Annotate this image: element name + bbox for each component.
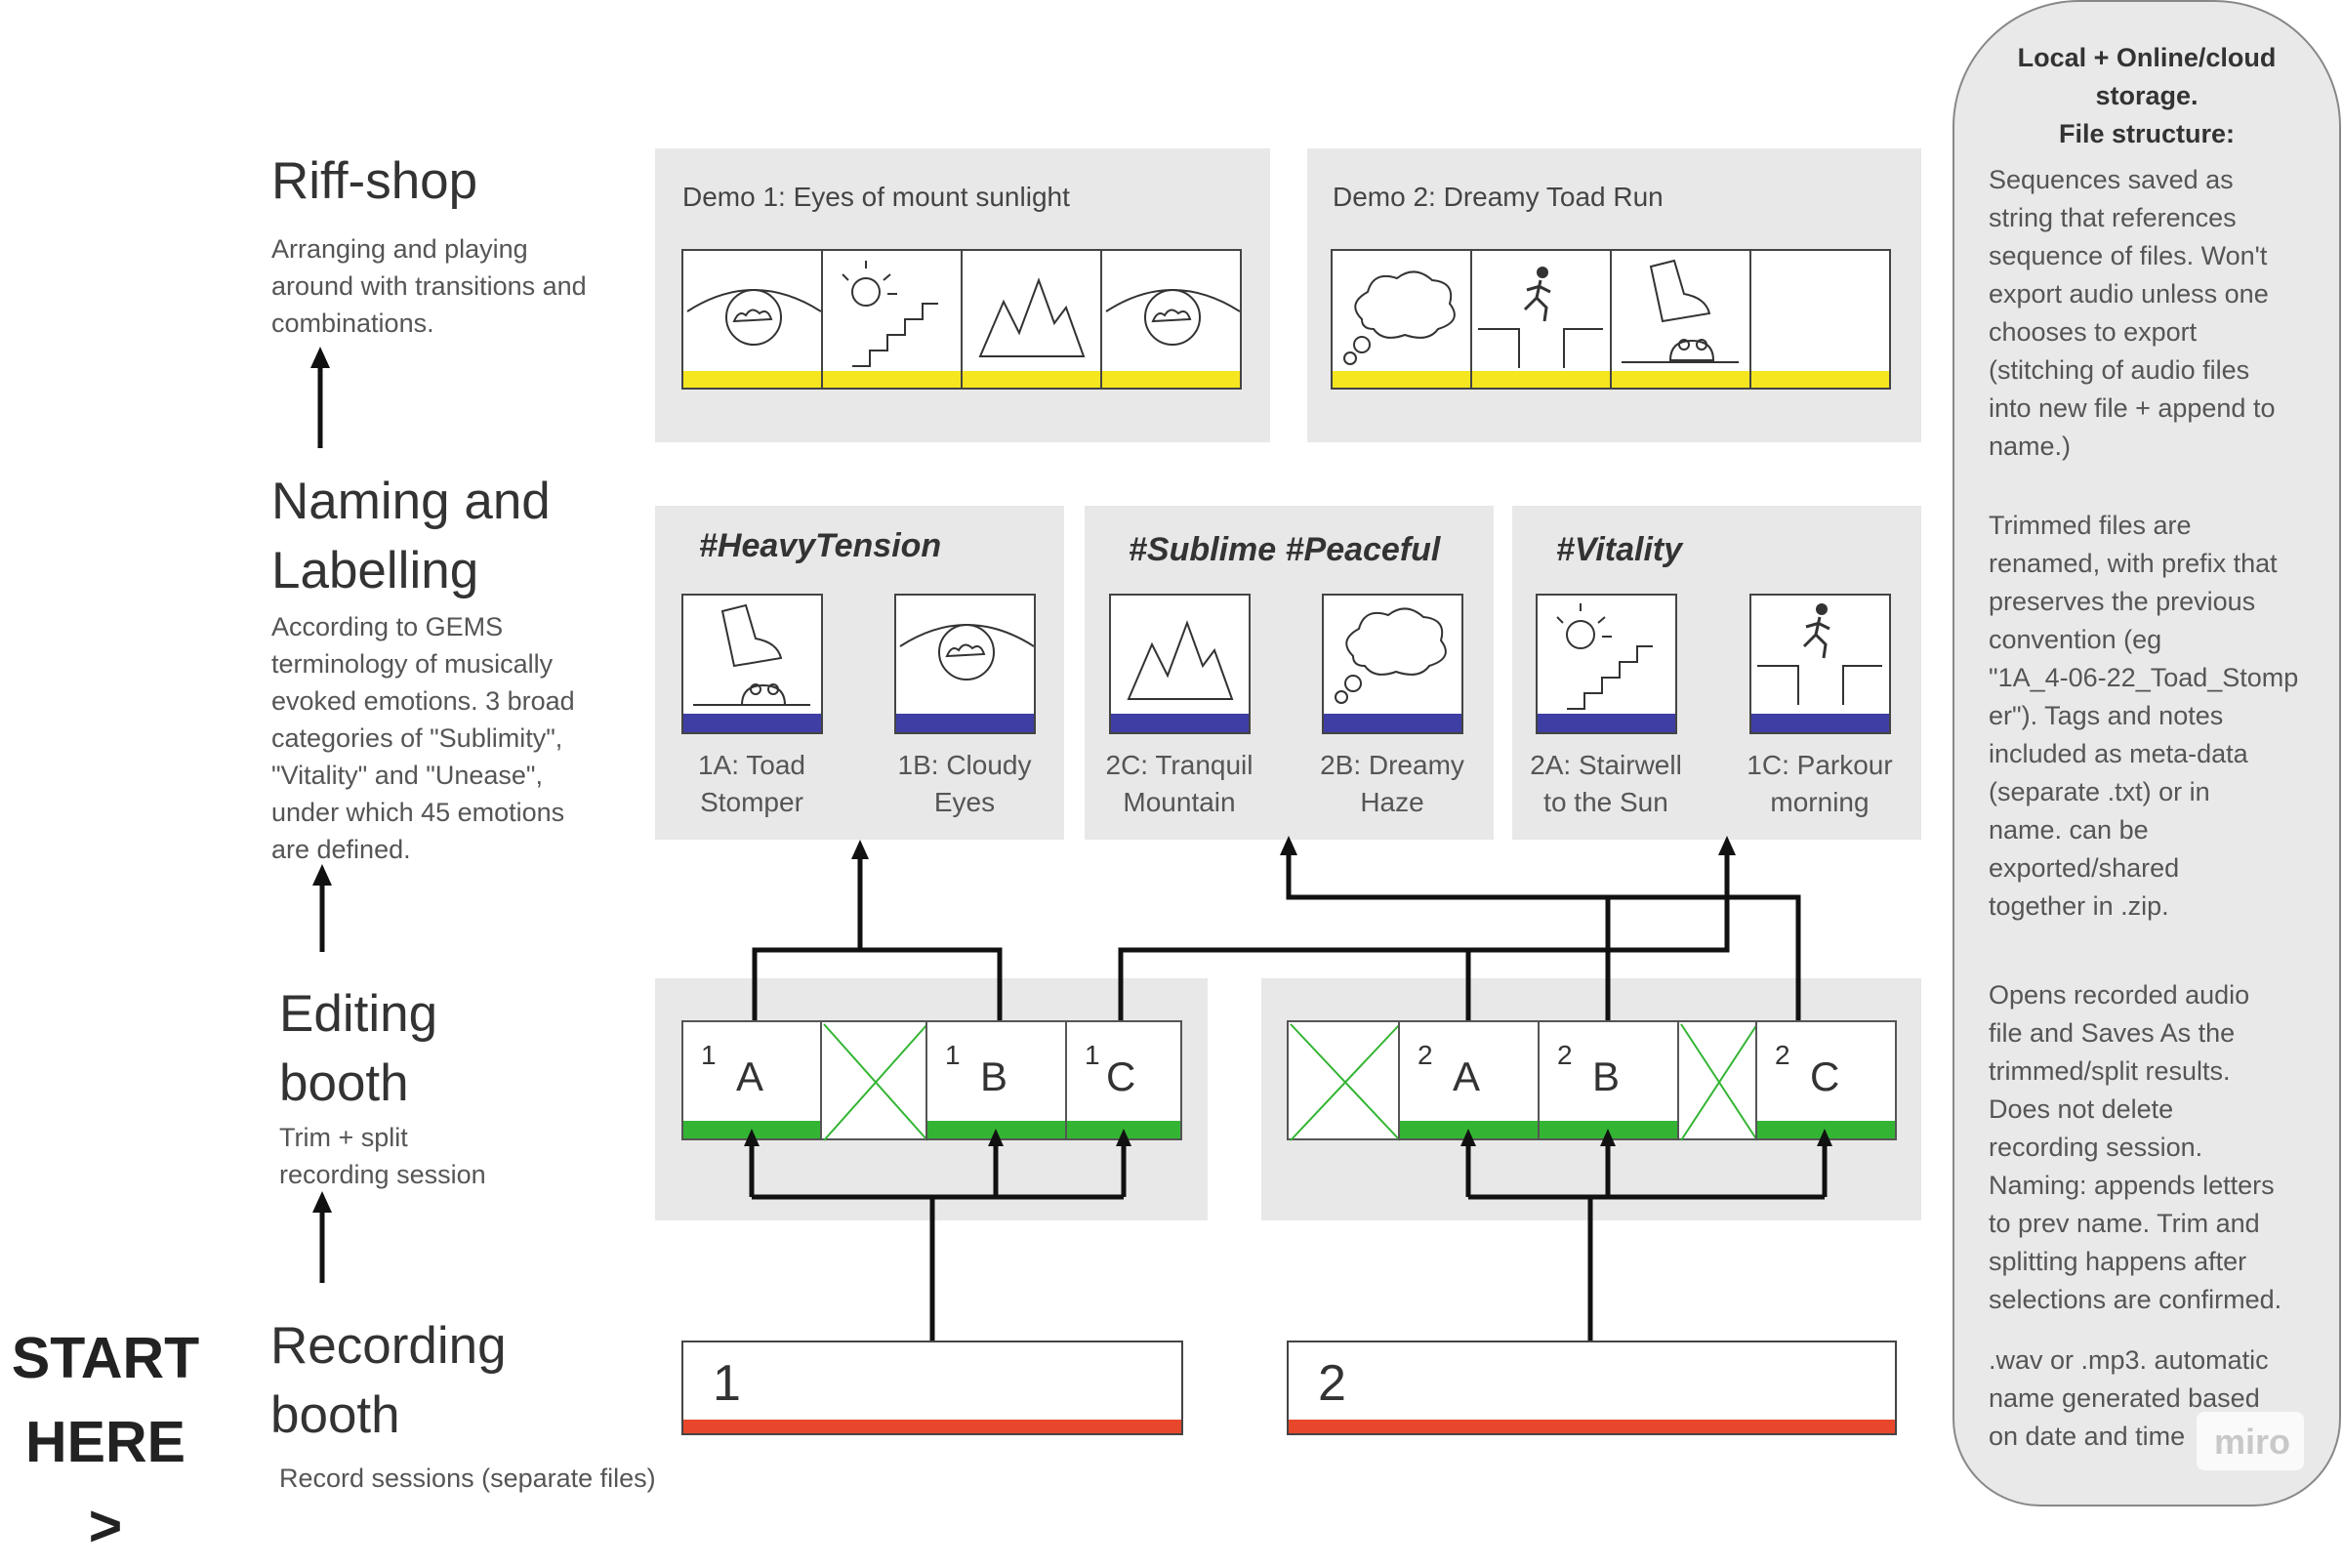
stage-naming-title: Naming and Labelling [271, 473, 551, 599]
demo-2-clip-3[interactable] [1610, 249, 1751, 390]
stage-riffshop-desc: Arranging and playing around with transi… [271, 234, 587, 338]
segment-1c[interactable]: 1 C [1065, 1020, 1182, 1140]
category-clip-2a[interactable] [1536, 594, 1677, 734]
segment-cut-discarded[interactable] [1287, 1020, 1401, 1141]
category-clip-2b[interactable] [1322, 594, 1463, 734]
clip-color-strip [1538, 714, 1675, 732]
category-tag-vitality: #Vitality [1556, 531, 1683, 568]
miro-watermark: miro [2214, 1422, 2291, 1462]
segment-1b[interactable]: 1 B [925, 1020, 1067, 1140]
cloudy-eye-icon [1105, 289, 1240, 346]
demo-2-clip-1[interactable] [1331, 249, 1472, 390]
category-clip-1c[interactable] [1749, 594, 1891, 734]
segment-cut-discarded[interactable] [1677, 1020, 1758, 1141]
boot-toad-icon [693, 603, 810, 706]
clip-color-strip [1751, 714, 1889, 732]
clip-color-strip [1102, 371, 1240, 388]
storage-panel [1952, 0, 2341, 1506]
storage-heading: Local + Online/cloud storage. File struc… [2017, 43, 2277, 148]
runner-gap-icon [1478, 267, 1603, 368]
segment-color-strip [1540, 1121, 1677, 1138]
thought-cloud-icon [1343, 270, 1456, 365]
clip-color-strip [1333, 371, 1470, 388]
stage-naming-desc: According to GEMS terminology of musical… [271, 612, 575, 864]
clip-color-strip [1472, 371, 1610, 388]
stage-editing-title: Editing booth [279, 985, 438, 1112]
thought-cloud-icon [1335, 607, 1447, 704]
discard-cross-icon [823, 1023, 928, 1141]
clip-color-strip [823, 371, 961, 388]
category-clip-1a[interactable] [681, 594, 823, 734]
stage-riffshop-title: Riff-shop [271, 152, 478, 210]
clip-color-strip [963, 371, 1100, 388]
discard-cross-icon [1290, 1023, 1401, 1141]
start-here-label: START HERE > [11, 1326, 200, 1558]
clip-color-strip [683, 714, 821, 732]
segment-color-strip [683, 1121, 820, 1138]
cloudy-eye-icon [899, 624, 1034, 681]
sun-stairs-icon [842, 261, 938, 367]
demo-1-clip-4[interactable] [1100, 249, 1242, 390]
clip-color-strip [1324, 714, 1461, 732]
segment-cut-discarded[interactable] [820, 1020, 928, 1141]
demo-1-clip-1[interactable] [681, 249, 823, 390]
demo-2-clip-2[interactable] [1470, 249, 1612, 390]
segment-2c[interactable]: 2 C [1755, 1020, 1897, 1140]
discard-cross-icon [1680, 1023, 1758, 1141]
clip-color-strip [1751, 371, 1889, 388]
segment-color-strip [927, 1121, 1065, 1138]
watermark-badge: miro [2197, 1412, 2304, 1470]
category-tag-heavytension: #HeavyTension [699, 527, 942, 564]
recording-color-strip [683, 1420, 1181, 1433]
demo-2-clip-4[interactable] [1749, 249, 1891, 390]
recording-session-2[interactable]: 2 [1287, 1341, 1897, 1435]
category-clip-1b[interactable] [894, 594, 1036, 734]
recording-session-1[interactable]: 1 [681, 1341, 1183, 1435]
cloudy-eye-icon [686, 289, 821, 346]
segment-color-strip [1067, 1121, 1180, 1138]
demo-1-clip-2[interactable] [821, 249, 963, 390]
segment-2b[interactable]: 2 B [1538, 1020, 1679, 1140]
segment-color-strip [1400, 1121, 1538, 1138]
stage-recording-title: Recording booth [270, 1317, 507, 1444]
segment-1a[interactable]: 1 A [681, 1020, 822, 1140]
sun-stairs-icon [1556, 603, 1653, 710]
stage-editing-desc: Trim + split recording session [279, 1123, 486, 1189]
demo-1-title: Demo 1: Eyes of mount sunlight [682, 182, 1070, 212]
stage-recording-desc: Record sessions (separate files) [279, 1464, 656, 1493]
clip-color-strip [1111, 714, 1249, 732]
recording-color-strip [1289, 1420, 1895, 1433]
mountain-icon [1127, 620, 1234, 700]
mountain-icon [978, 277, 1086, 357]
demo-2-title: Demo 2: Dreamy Toad Run [1333, 182, 1664, 212]
runner-gap-icon [1757, 603, 1882, 705]
clip-color-strip [1612, 371, 1749, 388]
category-clip-2c[interactable] [1109, 594, 1251, 734]
segment-2a[interactable]: 2 A [1398, 1020, 1540, 1140]
category-tag-sublime: #Sublime #Peaceful [1129, 531, 1441, 568]
demo-1-clip-3[interactable] [961, 249, 1102, 390]
clip-color-strip [683, 371, 821, 388]
segment-color-strip [1757, 1121, 1895, 1138]
clip-color-strip [896, 714, 1034, 732]
boot-toad-icon [1622, 259, 1739, 363]
